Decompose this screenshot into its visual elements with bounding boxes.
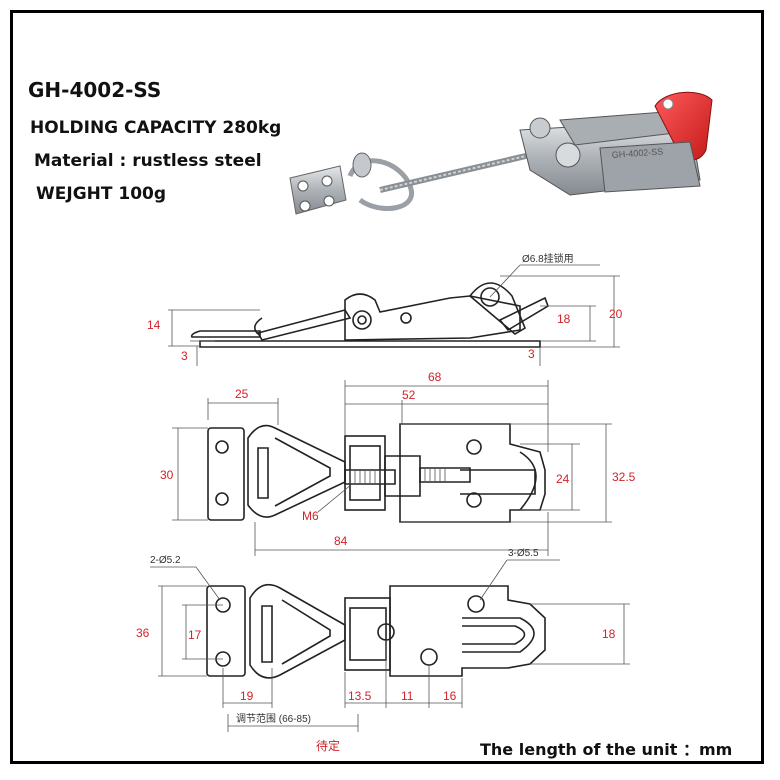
dim-thread-m6: M6 [302, 509, 319, 523]
dim-top-30: 30 [160, 468, 174, 482]
dim-bottom-17: 17 [188, 628, 202, 642]
dim-bottom-13-5: 13.5 [348, 689, 372, 703]
dim-top-25: 25 [235, 387, 249, 401]
dim-top-52: 52 [402, 388, 416, 402]
dim-hole-right: 3-Ø5.5 [508, 548, 539, 559]
dim-bottom-18: 18 [602, 627, 616, 641]
side-view-drawing [168, 264, 620, 366]
dim-bottom-11: 11 [401, 689, 414, 703]
dim-top-68: 68 [428, 370, 442, 384]
dim-side-14: 14 [147, 318, 161, 332]
dim-top-84: 84 [334, 534, 348, 548]
bottom-view-drawing [150, 559, 630, 732]
dim-adjust-range: 调节范围 (66-85) [236, 712, 311, 725]
weight-spec: WEJGHT 100g [36, 184, 167, 204]
dim-top-24: 24 [556, 472, 570, 486]
dim-side-20: 20 [609, 307, 623, 321]
product-photo: GH-4002-SS [289, 91, 713, 215]
svg-text:GH-4002-SS: GH-4002-SS [611, 146, 663, 160]
material-spec: Material : rustless steel [34, 151, 262, 171]
dim-side-3-left: 3 [181, 349, 188, 363]
dim-hole-note: Ø6.8挂锁用 [522, 252, 574, 265]
model-number: GH-4002-SS [28, 78, 162, 102]
dim-hole-left: 2-Ø5.2 [150, 555, 181, 566]
top-view-drawing [172, 380, 612, 556]
holding-capacity: HOLDING CAPACITY 280kg [30, 118, 282, 138]
dim-side-18: 18 [557, 312, 571, 326]
dim-status-note: 待定 [316, 738, 340, 753]
dim-top-32-5: 32.5 [612, 470, 636, 484]
dim-bottom-19: 19 [240, 689, 254, 703]
dim-side-3-right: 3 [528, 347, 535, 361]
unit-note: The length of the unit ：mm [480, 740, 733, 759]
dim-bottom-36: 36 [136, 626, 150, 640]
dim-bottom-16: 16 [443, 689, 457, 703]
